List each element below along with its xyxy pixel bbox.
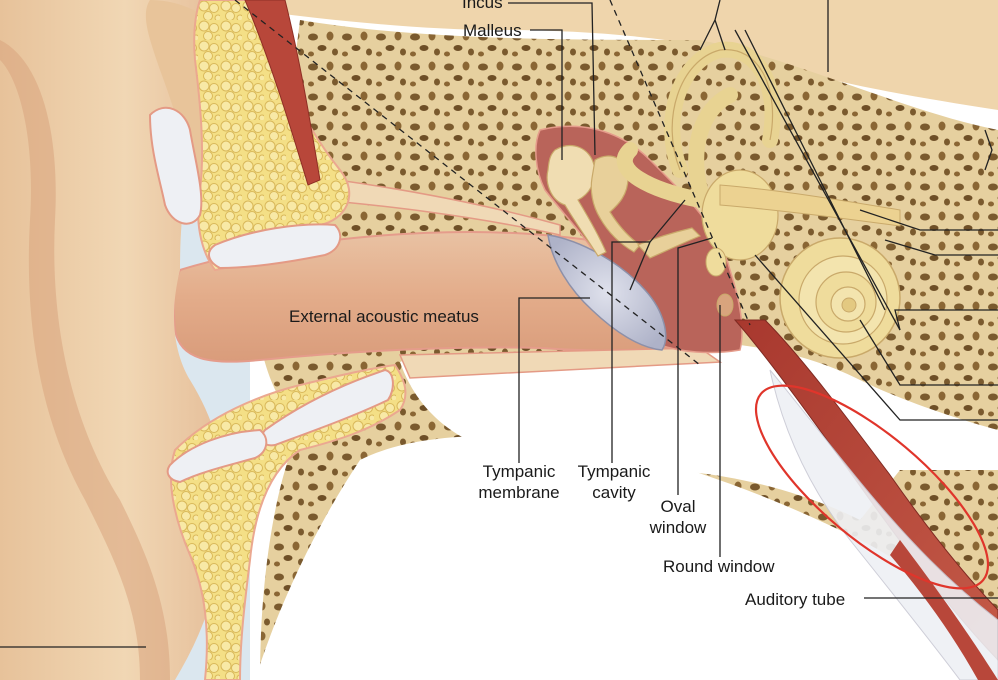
label-oval-window: Oval window xyxy=(649,497,707,537)
round-window-shape xyxy=(716,293,734,317)
temporalis-muscle xyxy=(244,0,321,186)
label-external-acoustic-meatus: External acoustic meatus xyxy=(289,307,479,326)
middle-inner-boundary xyxy=(609,0,751,326)
cochlear-nerve xyxy=(719,184,901,227)
auditory-tube-highlight xyxy=(754,384,990,590)
leader-lines xyxy=(0,0,998,648)
scalp-skin xyxy=(250,0,998,110)
cartilage-upper-1 xyxy=(148,106,203,225)
label-malleus: Malleus xyxy=(463,21,522,40)
label-auditory-tube: Auditory tube xyxy=(745,590,846,609)
stapes-bone xyxy=(636,227,702,259)
cochlea xyxy=(779,237,901,359)
label-round-window: Round window xyxy=(663,557,775,576)
cartilage-upper-2 xyxy=(208,223,342,270)
cartilage-lower-2 xyxy=(166,428,268,484)
label-tympanic-membrane: Tympanic membrane xyxy=(478,462,560,502)
oval-window-shape xyxy=(705,247,727,277)
label-tympanic-cavity: Tympanic cavity xyxy=(577,462,651,502)
vestibule xyxy=(701,169,779,261)
label-incus: Incus xyxy=(462,0,503,12)
cartilage-lower-1 xyxy=(260,368,394,447)
